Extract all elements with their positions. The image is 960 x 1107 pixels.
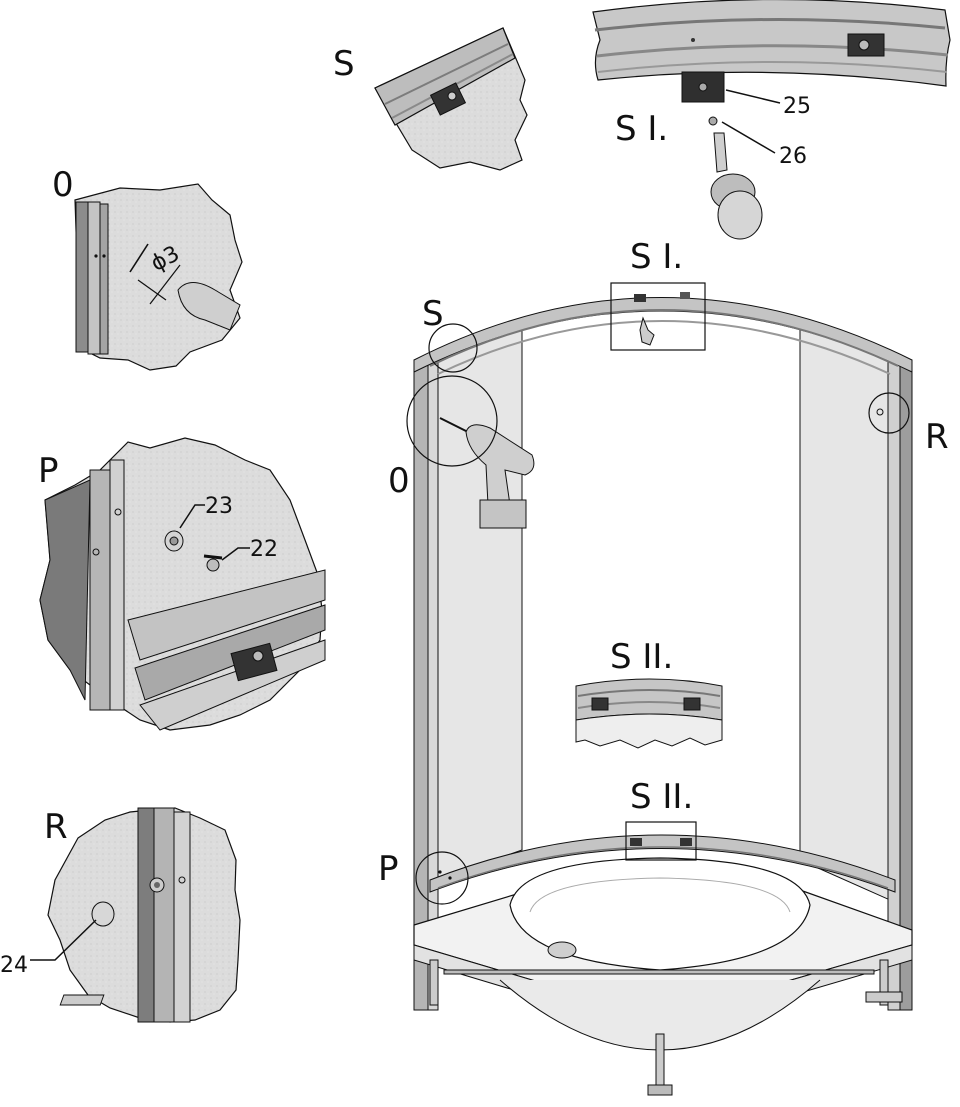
label-0-detail: 0 — [52, 165, 74, 205]
label-s-ii-detail: S II. — [610, 637, 673, 677]
label-p-main: P — [378, 849, 399, 889]
callout-box-s-i — [610, 282, 706, 351]
drill-icon — [439, 417, 535, 529]
detail-s-i — [592, 0, 951, 240]
label-p-detail: P — [38, 451, 59, 491]
label-s-i-detail: S I. — [615, 109, 668, 149]
label-s-ii-main: S II. — [630, 777, 693, 817]
detail-s-small — [374, 27, 528, 171]
detail-s-ii — [575, 678, 723, 749]
shower-enclosure — [59, 292, 913, 1096]
label-s-detail: S — [333, 44, 355, 84]
bracket-clip-p — [230, 642, 278, 682]
part-number-25: 25 — [783, 94, 811, 119]
callout-circle-p — [415, 851, 469, 905]
callout-circle-r — [868, 392, 910, 434]
screwdriver-icon — [710, 132, 763, 240]
callout-box-s-ii — [625, 821, 697, 861]
label-r-main: R — [925, 417, 949, 457]
detail-0 — [74, 183, 243, 371]
detail-r — [30, 807, 241, 1023]
drill-bit-icon — [177, 282, 241, 331]
part-number-26: 26 — [779, 144, 807, 169]
callout-circle-s — [428, 323, 478, 373]
part-number-24: 24 — [0, 953, 28, 978]
part-number-23: 23 — [205, 494, 233, 519]
screw-26 — [708, 116, 718, 126]
screw-22 — [203, 554, 223, 572]
callout-circle-0 — [406, 375, 498, 467]
drain-icon — [547, 941, 577, 959]
label-s-i-main: S I. — [630, 237, 683, 277]
label-0-main: 0 — [388, 461, 410, 501]
bracket-clip — [429, 82, 467, 116]
part-number-22: 22 — [250, 537, 278, 562]
cap-24 — [91, 901, 115, 927]
label-r-detail: R — [44, 807, 68, 847]
label-s-main: S — [422, 294, 444, 334]
detail-p — [39, 437, 326, 731]
